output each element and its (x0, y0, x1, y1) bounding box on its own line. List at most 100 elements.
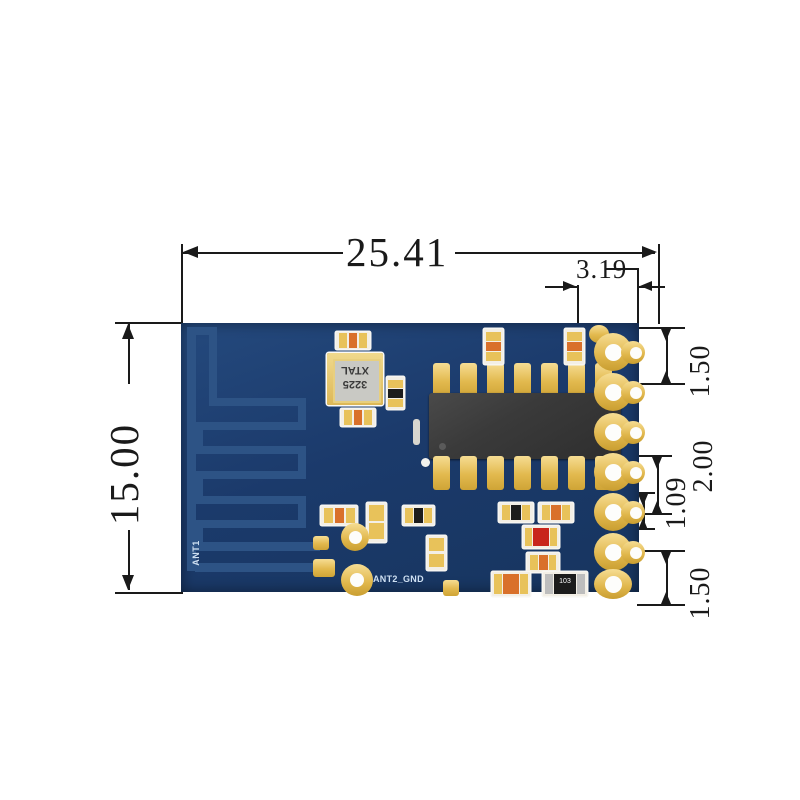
antenna-trace-down-7 (195, 520, 203, 550)
antenna-trace-stub-top (187, 327, 217, 335)
dim-ext-line-319-left (577, 285, 579, 327)
antenna-trace-down-1 (209, 327, 217, 405)
resistor-lower-middle-2 (427, 536, 446, 570)
crystal-label-line2: 3225 (342, 378, 368, 390)
antenna-trace-down-4 (298, 446, 306, 479)
dim-line-pitch-d (666, 550, 668, 604)
component-black-lower-a (499, 503, 533, 522)
capacitor-tantalum (492, 572, 530, 596)
ic-pad-bottom-6 (568, 456, 585, 490)
dim-ext-line-left-top (181, 244, 183, 330)
arrowhead-pitch-d-up (661, 592, 671, 604)
crystal-label-line1: XTAL (341, 364, 369, 376)
arrowhead-right-overall-width (642, 246, 657, 258)
ic-pad-top-4 (514, 363, 531, 397)
antenna-trace-arm-1 (209, 398, 306, 406)
dim-line-pitch-b (657, 455, 659, 513)
dim-ext-pitch-b-bottom (628, 513, 672, 515)
capacitor-below-crystal (341, 409, 375, 426)
edge-hole-1-tab (630, 347, 642, 359)
ic-pad-top-2 (460, 363, 477, 397)
ic-pad-bottom-5 (541, 456, 558, 490)
ic-pad-bottom-2 (460, 456, 477, 490)
antenna-trace-down-3 (195, 422, 203, 454)
edge-hole-2-tab (630, 387, 642, 399)
component-orange-lower-a (539, 503, 573, 522)
edge-hole-4 (605, 464, 622, 481)
dim-line-overall-width-right (455, 252, 655, 254)
antenna-trace-down-2 (298, 398, 306, 430)
capacitor-top-row-2 (565, 329, 584, 364)
ic-pad-bottom-1 (433, 456, 450, 490)
dim-label-overall-height: 15.00 (101, 422, 147, 526)
dim-ext-line-bottom-left-height (115, 592, 183, 594)
edge-hole-4-tab (630, 467, 642, 479)
inductor-lower-middle (367, 503, 386, 542)
dim-label-overall-width: 25.41 (346, 229, 449, 275)
dim-ext-pitch-a-bottom (637, 383, 685, 385)
dim-label-pitch-d: 1.50 (685, 566, 716, 620)
edge-hole-3-tab (630, 427, 642, 439)
arrowhead-319-right (640, 281, 652, 291)
dim-line-overall-width-left (183, 252, 343, 254)
capacitor-above-crystal (336, 332, 370, 349)
edge-hole-6-tab (630, 547, 642, 559)
ic-pad-bottom-3 (487, 456, 504, 490)
arrowhead-319-left (563, 281, 575, 291)
ic-pad-top-6 (568, 363, 585, 397)
antenna-trace-down-6 (298, 496, 306, 528)
resistor-lower-left-1 (321, 506, 357, 525)
pcb-board: ANT1 XTAL 3225 (181, 323, 645, 599)
main-ic-chip (429, 393, 621, 459)
dim-line-pitch-a (666, 327, 668, 383)
antenna-trace-arm-2 (195, 422, 306, 430)
ic-pin1-marker (439, 443, 446, 450)
dim-ext-pitch-d-bottom (637, 604, 685, 606)
trace-stub-left-of-ic (413, 419, 420, 445)
antenna-trace-arm-7 (195, 542, 320, 551)
dim-line-319-left (545, 286, 578, 288)
antenna-trace-feed (195, 563, 321, 572)
arrowhead-down-overall-height (122, 575, 134, 590)
dim-ext-line-319-right (637, 268, 639, 326)
silkscreen-ant2-gnd-label: ANT2_GND (373, 574, 424, 584)
arrowhead-pitch-c-down (638, 494, 648, 506)
resistor-lower-left-2 (403, 506, 434, 525)
antenna-trace-vertical-main (187, 327, 196, 571)
resistor-103-marking: 103 (559, 578, 571, 585)
dim-ext-line-right-top (658, 244, 660, 324)
arrowhead-pitch-b-down (652, 457, 662, 469)
via-left-of-ic (421, 458, 430, 467)
antenna-trace-arm-5 (195, 496, 306, 504)
capacitor-top-row-1 (484, 329, 503, 364)
dim-ext-pitch-c-top (623, 492, 655, 494)
dim-line-overall-height-lower (128, 530, 130, 590)
component-orange-lower-b (527, 553, 559, 572)
led-red (523, 526, 559, 548)
dim-line-319-topbar (605, 268, 638, 270)
edge-hole-3 (605, 424, 622, 441)
crystal-lid (333, 359, 381, 403)
dim-ext-pitch-b-top (628, 455, 672, 457)
ic-pad-top-1 (433, 363, 450, 397)
silkscreen-ant1-label: ANT1 (191, 540, 201, 566)
edge-hole-6 (605, 544, 622, 561)
antenna-feed-pad-lower (313, 559, 335, 577)
arrowhead-pitch-a-up (661, 371, 671, 383)
mount-hole-ant2-gnd (350, 573, 364, 587)
arrowhead-pitch-c-up (638, 518, 648, 530)
antenna-trace-arm-6 (195, 520, 306, 528)
edge-hole-1 (605, 344, 622, 361)
resistor-103: 103 (543, 572, 587, 596)
edge-hole-5 (605, 504, 622, 521)
arrowhead-left-overall-width (183, 246, 198, 258)
dim-line-overall-height-upper (128, 324, 130, 384)
edge-hole-7 (605, 576, 622, 593)
dim-ext-line-top-left-height (115, 322, 183, 324)
component-right-of-crystal (387, 377, 404, 409)
pad-bottom-edge-small-1 (443, 580, 459, 596)
edge-hole-5-tab (630, 507, 642, 519)
antenna-trace-down-5 (195, 471, 203, 504)
ic-pad-top-3 (487, 363, 504, 397)
